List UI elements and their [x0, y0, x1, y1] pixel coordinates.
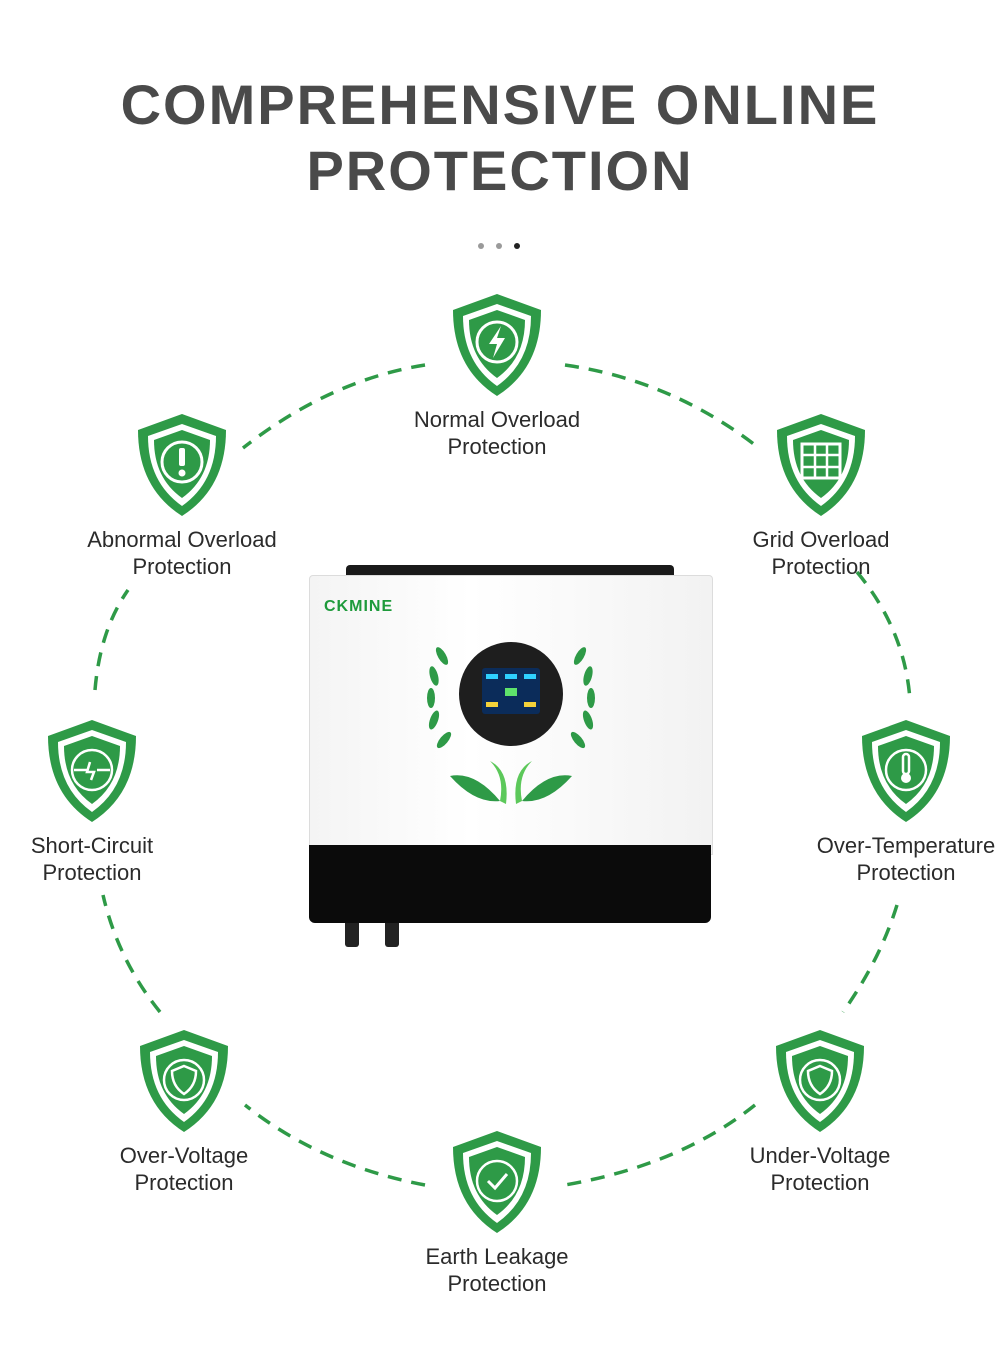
- title-line-1: COMPREHENSIVE ONLINE: [120, 73, 880, 136]
- shield-plug-icon: [140, 1030, 228, 1132]
- inverter-image: CKMINE: [309, 565, 713, 955]
- page-title: COMPREHENSIVE ONLINE PROTECTION: [0, 72, 1000, 204]
- inverter-base: [309, 845, 711, 923]
- cable-connector: [385, 923, 399, 947]
- dot: [478, 243, 484, 249]
- grid-icon: [777, 414, 865, 516]
- dot: [514, 243, 520, 249]
- decorative-dots: [478, 243, 520, 249]
- dot: [496, 243, 502, 249]
- cable-icon: [48, 720, 136, 822]
- brand-logo: CKMINE: [324, 598, 394, 615]
- display-emblem: [427, 642, 595, 804]
- title-line-2: PROTECTION: [306, 139, 694, 202]
- lightning-icon: [453, 294, 541, 396]
- inverter-front-panel: CKMINE: [309, 575, 713, 855]
- thermometer-icon: [862, 720, 950, 822]
- shield-check-icon: [453, 1131, 541, 1233]
- cable-connector: [345, 923, 359, 947]
- exclamation-icon: [138, 414, 226, 516]
- shield-plug-icon: [776, 1030, 864, 1132]
